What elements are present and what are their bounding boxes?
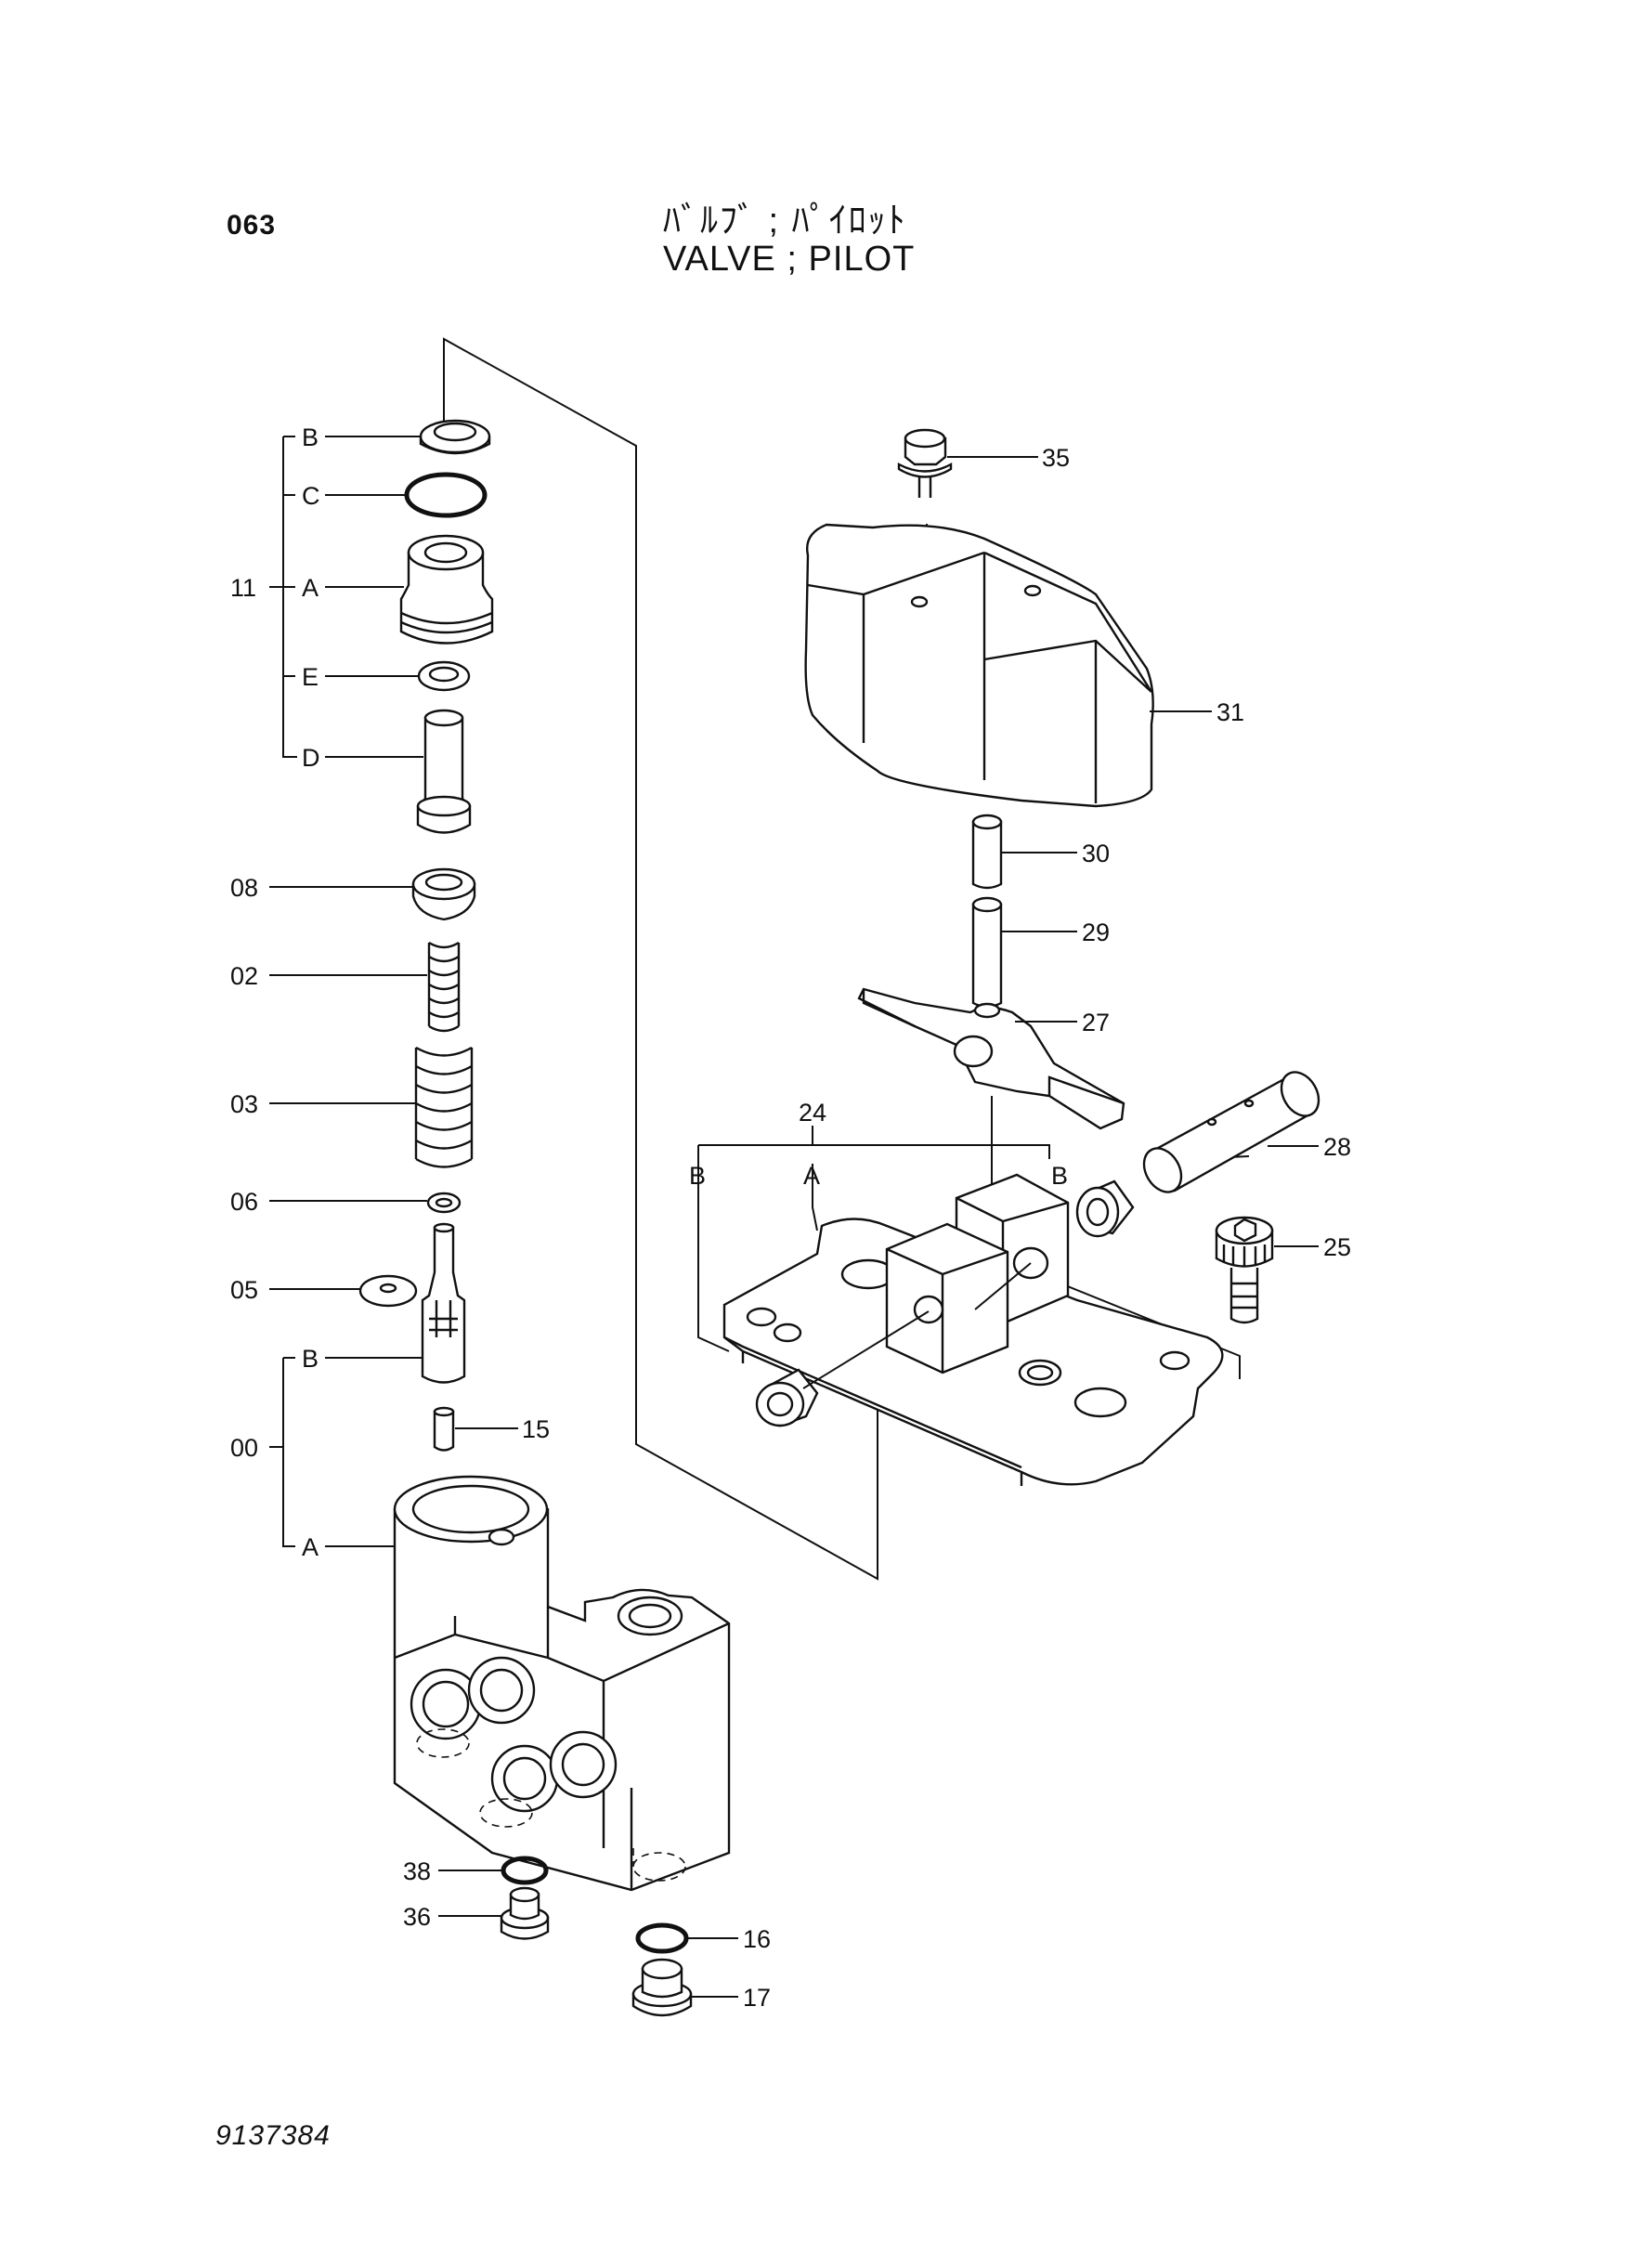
callout-29: 29: [1082, 919, 1110, 946]
callout-11-e: E: [302, 663, 319, 691]
assembly-guide-line: [443, 337, 878, 1581]
part-06-washer: [426, 1192, 462, 1214]
part-29-sleeve: [971, 896, 1003, 1009]
assembly-guide-line: [974, 1262, 1032, 1310]
assembly-guide-line: [1044, 1276, 1241, 1379]
callout-24-a: A: [803, 1162, 820, 1190]
part-11-e-seal-icon: [417, 660, 471, 692]
callout-25: 25: [1323, 1233, 1351, 1261]
part-16-o-ring-icon: [635, 1922, 689, 1954]
callout-08: 08: [230, 874, 258, 902]
callout-30: 30: [1082, 840, 1110, 867]
callout-11-a: A: [302, 574, 319, 602]
callout-05: 05: [230, 1276, 258, 1304]
leader-lines: [269, 436, 1319, 1998]
part-25-bolt-icon: [1215, 1216, 1274, 1324]
callout-27: 27: [1082, 1009, 1110, 1036]
part-27-lever: [857, 987, 1125, 1130]
callout-24-b-right: B: [1051, 1162, 1068, 1190]
callout-17: 17: [743, 1984, 771, 2012]
part-28-pin: [1142, 1071, 1320, 1193]
part-35-bolt-icon: [897, 428, 953, 498]
part-24-b-bushing-right: [1075, 1179, 1135, 1238]
callout-31: 31: [1216, 698, 1244, 726]
part-11-a-bushing: [399, 534, 494, 645]
callout-11-b: B: [302, 423, 319, 451]
callout-36: 36: [403, 1903, 431, 1931]
callout-28: 28: [1323, 1133, 1351, 1161]
part-36-plug-icon: [500, 1886, 550, 1940]
callout-03: 03: [230, 1090, 258, 1118]
part-11-b-seal-icon: [419, 419, 491, 455]
part-03-spring-icon: [414, 1046, 474, 1168]
callout-00-b: B: [302, 1345, 319, 1373]
assembly-guide-line: [802, 1310, 930, 1389]
part-11-d-plunger: [416, 709, 472, 834]
part-30-sleeve: [971, 814, 1003, 890]
callout-24: 24: [799, 1099, 826, 1127]
callout-00-a: A: [302, 1533, 319, 1561]
callout-00: 00: [230, 1434, 258, 1462]
callout-06: 06: [230, 1188, 258, 1216]
part-11-c-o-ring-icon: [404, 472, 488, 518]
callout-02: 02: [230, 962, 258, 990]
part-38-o-ring-icon: [501, 1856, 549, 1885]
page-title: VALVE ; PILOT: [663, 240, 916, 279]
part-05-retaining-clip: [358, 1274, 418, 1308]
callout-38: 38: [403, 1857, 431, 1885]
drawing-number: 9137384: [215, 2120, 331, 2151]
callout-11-d: D: [302, 744, 320, 772]
page-number: 063: [227, 210, 277, 241]
part-08-spring-seat: [411, 867, 476, 921]
part-17-plug-icon: [631, 1958, 693, 2017]
callout-35: 35: [1042, 444, 1070, 472]
callout-11: 11: [230, 574, 256, 602]
callout-11-c: C: [302, 482, 320, 510]
part-24-b-bushing-left: [755, 1368, 819, 1427]
page-title-japanese: ﾊﾞﾙﾌﾞ ; ﾊﾟｲﾛｯﾄ: [663, 202, 907, 241]
callout-24-b-left: B: [689, 1162, 706, 1190]
part-31-cover: [804, 523, 1154, 808]
part-15-pin: [433, 1406, 455, 1452]
part-00-b-spool: [421, 1222, 466, 1384]
callout-15: 15: [522, 1415, 550, 1443]
callout-labels: B C 11 A E D 08 02 03 06 05 B 00 A 15 38…: [230, 423, 1351, 2012]
part-00-a-valve-body: [393, 1475, 731, 1892]
callout-16: 16: [743, 1925, 771, 1953]
part-02-spring-icon: [427, 941, 461, 1033]
